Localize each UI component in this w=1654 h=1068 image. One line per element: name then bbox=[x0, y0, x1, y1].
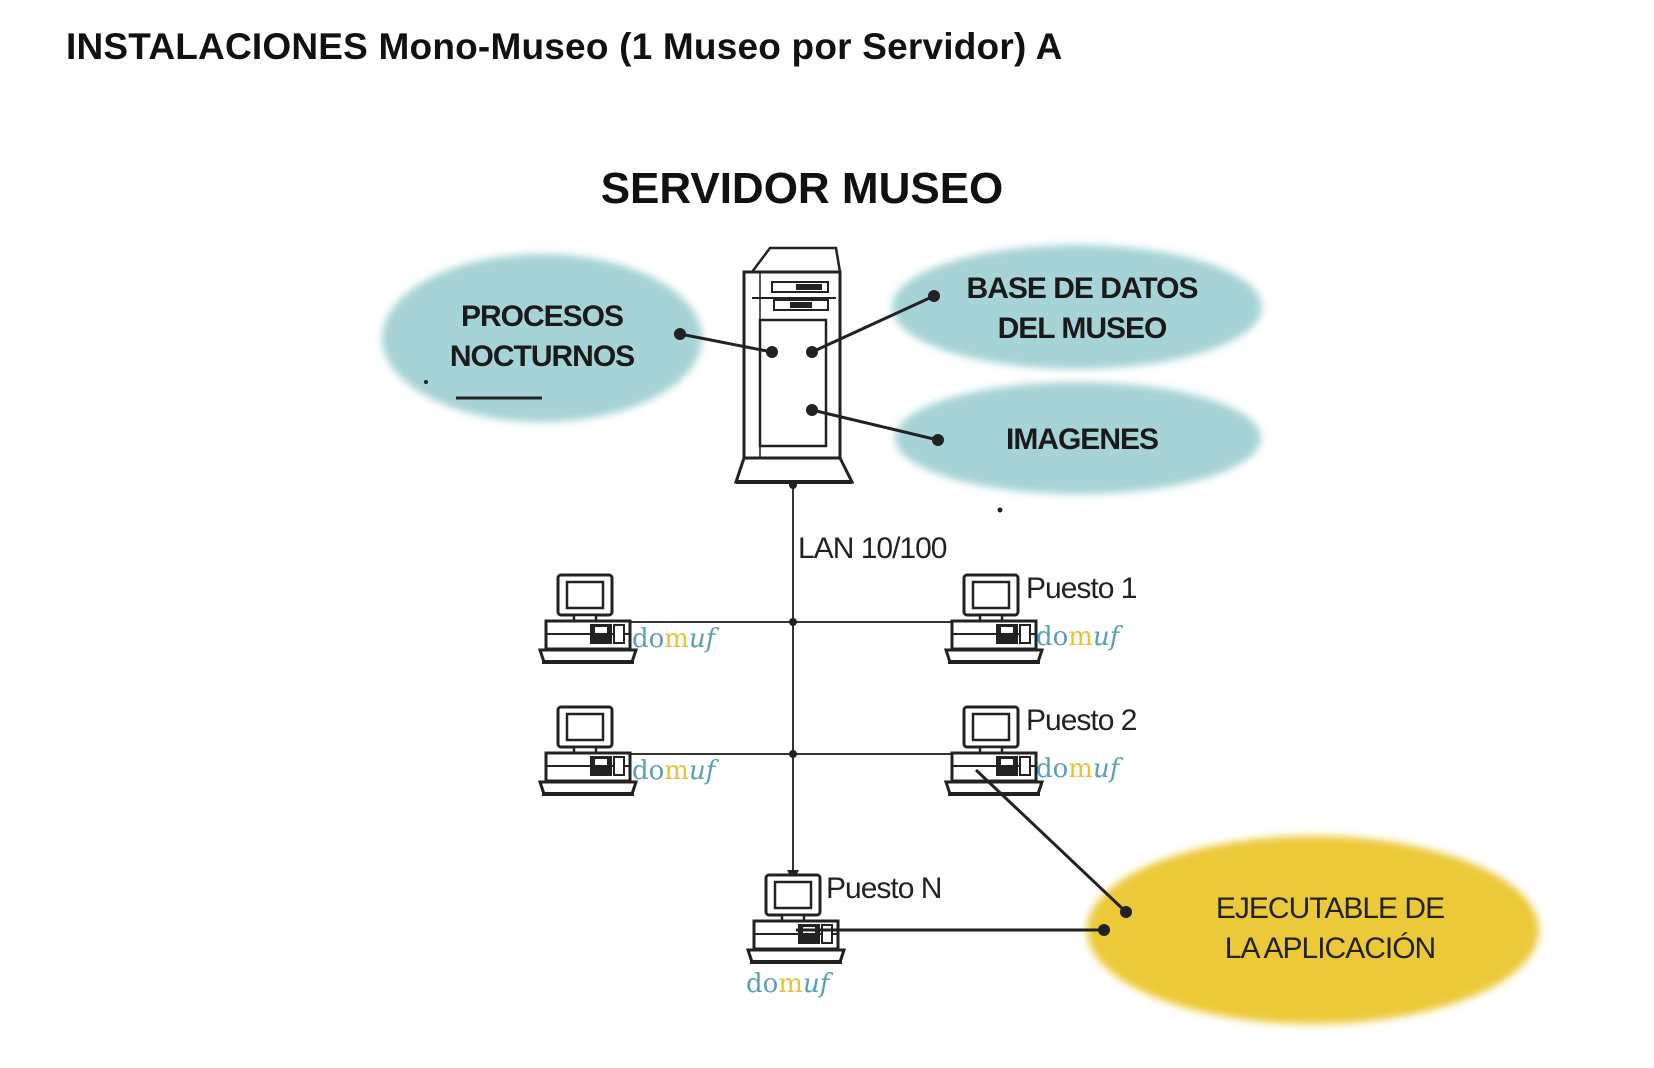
bubble-procesos-shape bbox=[382, 254, 702, 422]
server-heading: SERVIDOR MUSEO bbox=[600, 164, 1004, 213]
server-tower-icon bbox=[733, 246, 855, 484]
workstation-puesto-n: domuf Puesto N bbox=[746, 872, 942, 999]
workstation-label-puesto-1: Puesto 1 bbox=[1026, 572, 1137, 605]
lan-label: LAN 10/100 bbox=[798, 532, 947, 565]
bubble-base-de-datos: BASE DE DATOS DEL MUSEO bbox=[892, 245, 1262, 369]
executable-connectors bbox=[796, 768, 1128, 932]
bubble-procesos-line-2: NOCTURNOS bbox=[450, 340, 634, 373]
domus-logo: domuf bbox=[1036, 754, 1124, 784]
bubble-imagenes-shape bbox=[895, 382, 1261, 494]
page-title: INSTALACIONES Mono-Museo (1 Museo por Se… bbox=[66, 26, 1063, 67]
bubble-base-datos-shape bbox=[892, 245, 1262, 369]
bubble-base-datos-line-1: BASE DE DATOS bbox=[967, 272, 1198, 305]
computer-icon bbox=[538, 573, 638, 664]
workstation-label-puesto-n: Puesto N bbox=[826, 872, 941, 905]
workstation-puesto-1: domuf Puesto 1 bbox=[944, 572, 1138, 664]
domus-logo: domuf bbox=[1036, 622, 1124, 652]
bubble-imagenes: IMAGENES bbox=[895, 382, 1261, 494]
workstation-label-puesto-2: Puesto 2 bbox=[1026, 704, 1137, 737]
lan-network bbox=[620, 481, 968, 882]
domus-logo: domuf bbox=[632, 624, 720, 654]
connector-puesto-2-ejecutable bbox=[974, 768, 1128, 914]
bubble-ejecutable-shape bbox=[1087, 836, 1539, 1024]
workstation-left-1: domuf bbox=[538, 573, 720, 664]
connector-base-datos bbox=[811, 294, 935, 354]
bubble-ejecutable-line-2: LA APLICACIÓN bbox=[1225, 932, 1435, 965]
bubble-procesos-nocturnos: PROCESOS NOCTURNOS bbox=[382, 254, 702, 422]
computer-icon bbox=[538, 705, 638, 796]
domus-logo: domuf bbox=[746, 969, 834, 999]
bubble-ejecutable-line-1: EJECUTABLE DE bbox=[1216, 892, 1444, 925]
connector-dots bbox=[424, 290, 1003, 513]
bubble-procesos-line-1: PROCESOS bbox=[461, 300, 623, 333]
connector-procesos bbox=[679, 332, 773, 354]
bubble-base-datos-line-2: DEL MUSEO bbox=[998, 312, 1167, 345]
bubble-imagenes-line-1: IMAGENES bbox=[1006, 423, 1158, 456]
server-bubble-connectors bbox=[679, 294, 939, 442]
connector-imagenes bbox=[811, 408, 939, 442]
workstation-puesto-2: domuf Puesto 2 bbox=[944, 704, 1138, 796]
workstation-left-2: domuf bbox=[538, 705, 720, 796]
domus-logo: domuf bbox=[632, 756, 720, 786]
bubble-ejecutable: EJECUTABLE DE LA APLICACIÓN bbox=[1087, 836, 1539, 1024]
